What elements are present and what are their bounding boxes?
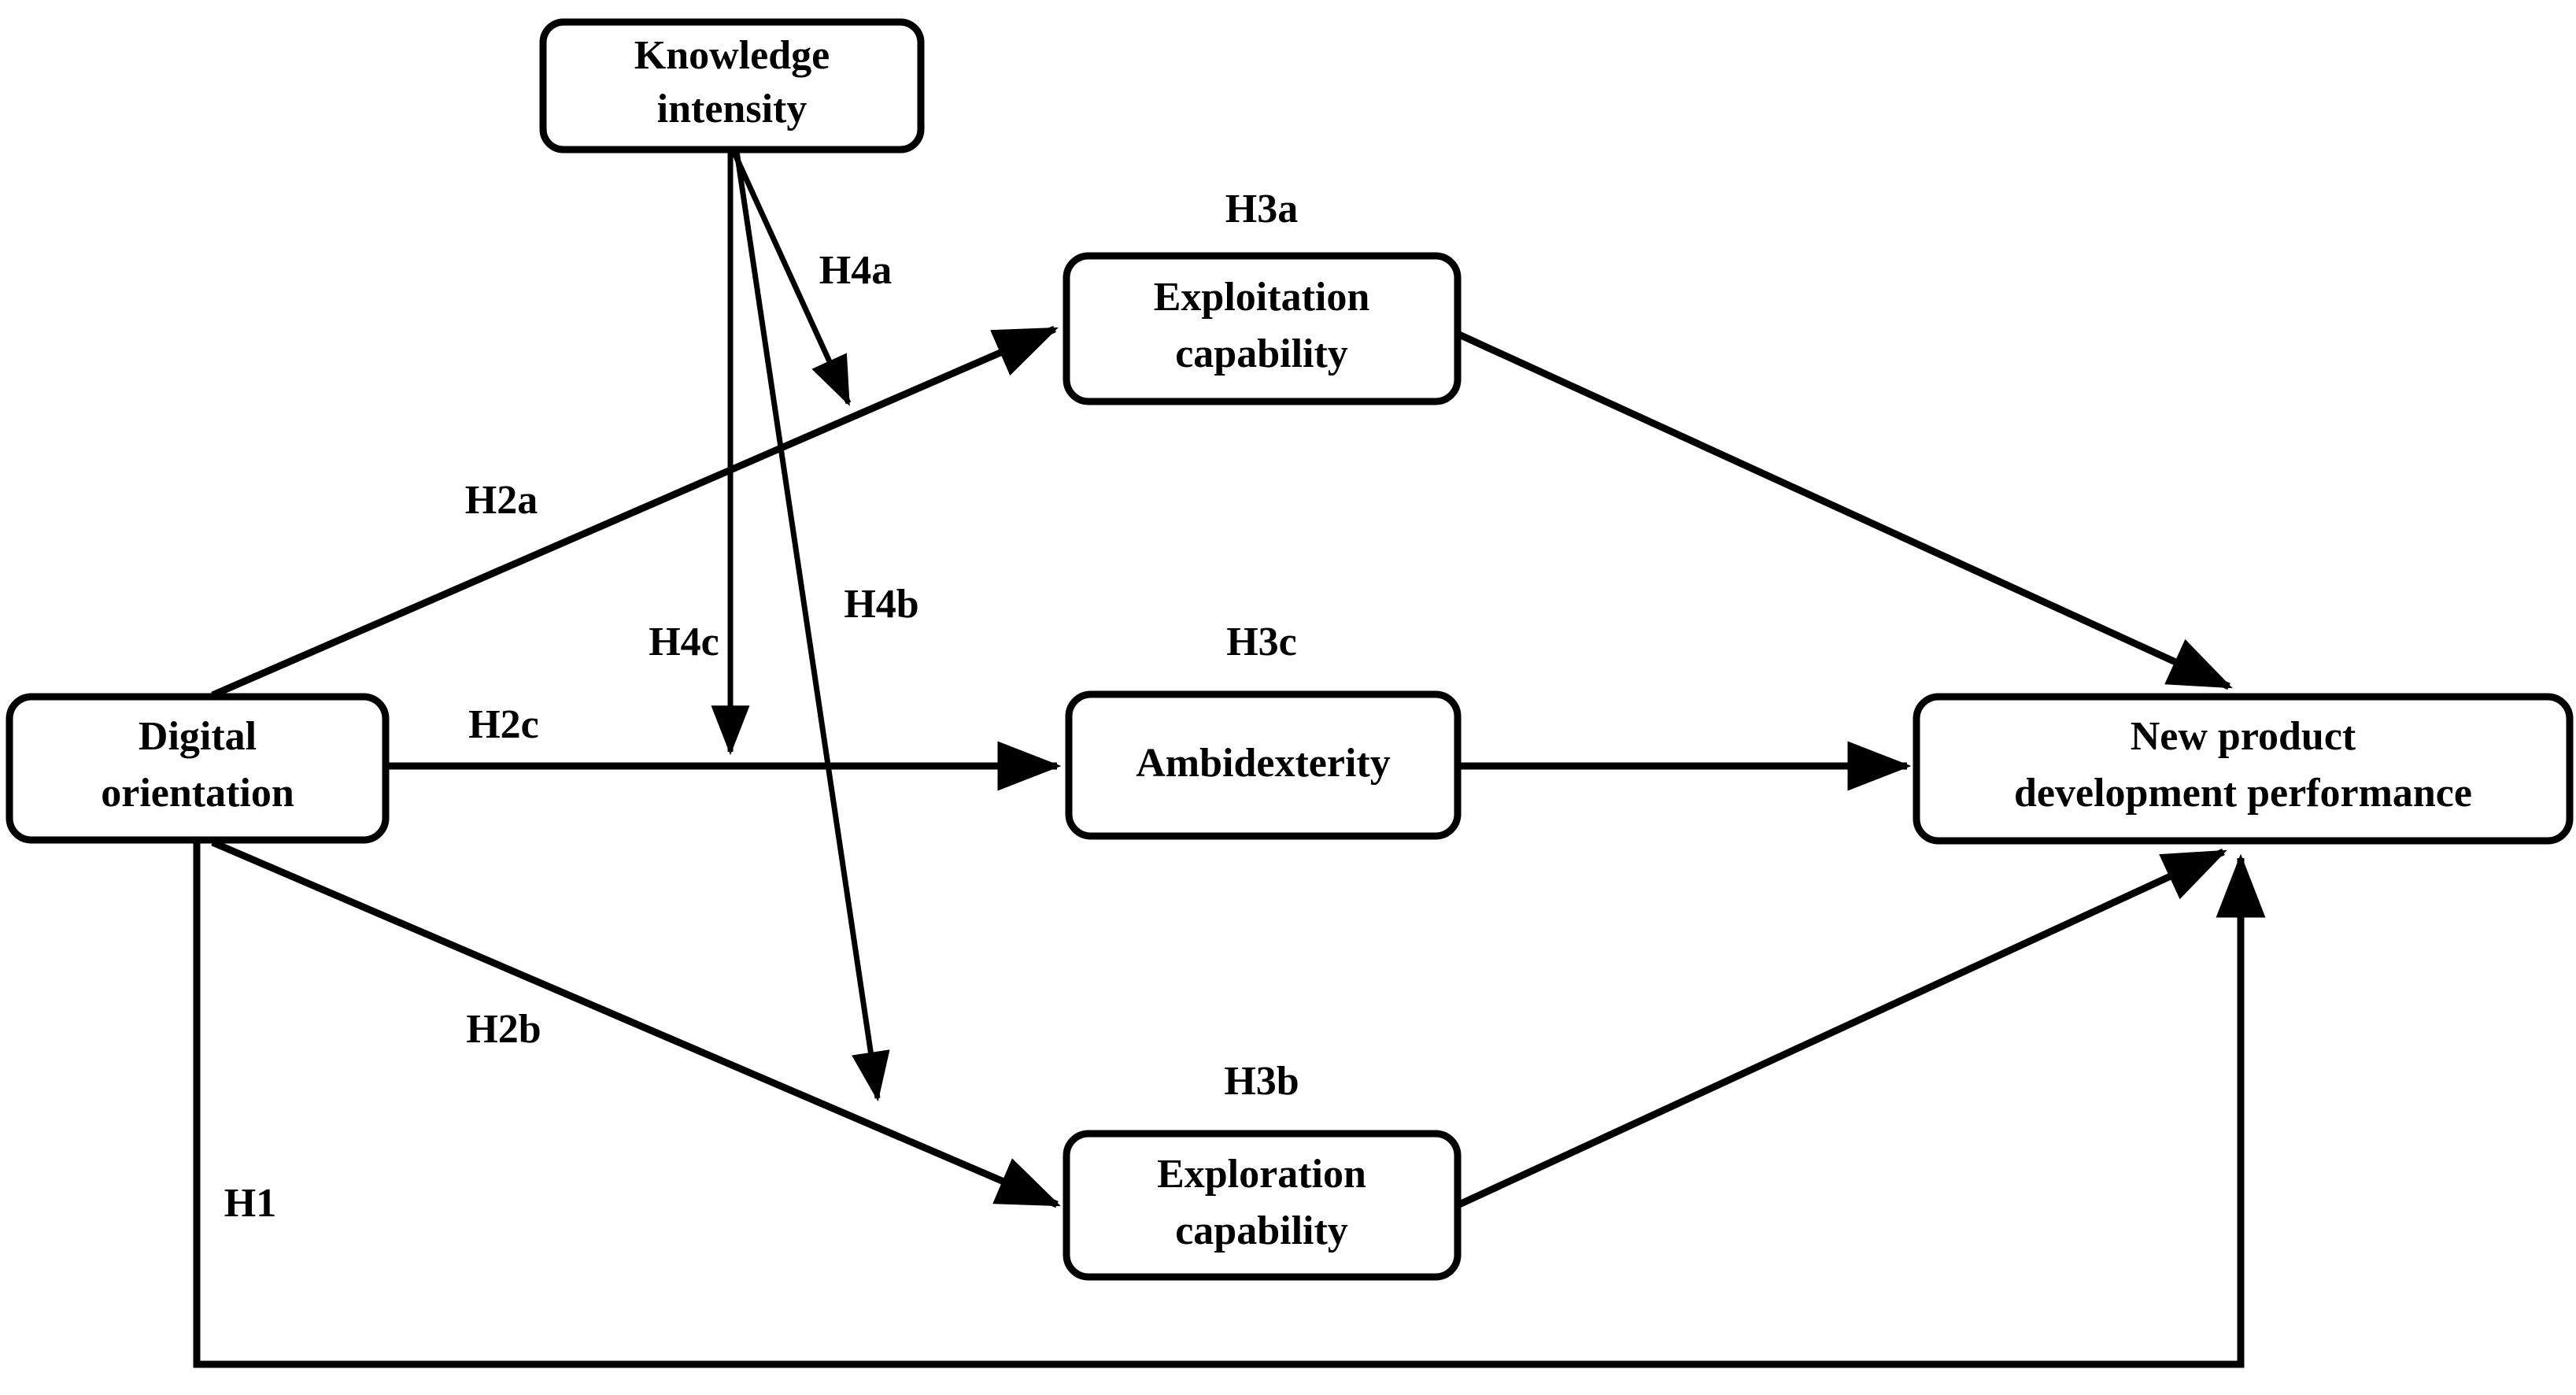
exploration-capability-label-line2: capability xyxy=(1175,1208,1348,1253)
hypothesis-label-h3a: H3a xyxy=(1225,187,1298,231)
edge-h1 xyxy=(193,841,2266,1368)
edge-h3b xyxy=(1458,848,2227,1208)
exploitation-capability-box[interactable] xyxy=(1063,252,1462,405)
hypothesis-label-h4c: H4c xyxy=(649,620,719,664)
exploitation-capability-label-line2: capability xyxy=(1175,331,1348,376)
hypothesis-label-h4b: H4b xyxy=(844,582,918,627)
hypothesis-label-h1: H1 xyxy=(224,1181,276,1226)
knowledge-intensity-label-line1: Knowledge xyxy=(634,33,830,78)
edge-h4a xyxy=(730,150,852,406)
npd-performance-label-line1: New product xyxy=(2131,714,2356,759)
edge-h2a xyxy=(211,325,1059,699)
digital-orientation-box[interactable] xyxy=(6,693,390,844)
exploitation-capability-label-line1: Exploitation xyxy=(1154,275,1370,320)
hypothesis-label-h4a: H4a xyxy=(819,248,892,293)
edge-h4b xyxy=(734,150,890,1102)
digital-orientation-label-line2: orientation xyxy=(101,771,294,816)
hypothesis-label-h3c: H3c xyxy=(1226,620,1297,664)
edge-h2b xyxy=(211,838,1061,1208)
hypothesis-label-h2a: H2a xyxy=(465,478,538,523)
ambidexterity-label: Ambidexterity xyxy=(1136,741,1390,786)
hypothesis-label-h2c: H2c xyxy=(468,702,539,747)
hypothesis-label-h3b: H3b xyxy=(1224,1059,1299,1104)
edge-h3a xyxy=(1458,331,2233,690)
node-exploitation-capability[interactable]: Exploitation capability xyxy=(1063,252,1462,405)
exploration-capability-label-line1: Exploration xyxy=(1157,1152,1366,1197)
knowledge-intensity-label-line2: intensity xyxy=(657,87,808,131)
node-knowledge-intensity[interactable]: Knowledge intensity xyxy=(539,18,925,154)
hypothesis-label-h2b: H2b xyxy=(466,1007,541,1052)
knowledge-intensity-box[interactable] xyxy=(539,18,925,154)
ambidexterity-box[interactable] xyxy=(1065,690,1462,840)
digital-orientation-label-line1: Digital xyxy=(139,714,257,759)
npd-performance-label-line2: development performance xyxy=(2014,771,2472,816)
exploration-capability-box[interactable] xyxy=(1063,1130,1462,1281)
npd-performance-box[interactable] xyxy=(1913,693,2574,845)
node-npd-performance[interactable]: New product development performance xyxy=(1913,693,2574,845)
node-ambidexterity[interactable]: Ambidexterity xyxy=(1065,690,1462,840)
node-digital-orientation[interactable]: Digital orientation xyxy=(6,693,390,844)
node-exploration-capability[interactable]: Exploration capability xyxy=(1063,1130,1462,1281)
